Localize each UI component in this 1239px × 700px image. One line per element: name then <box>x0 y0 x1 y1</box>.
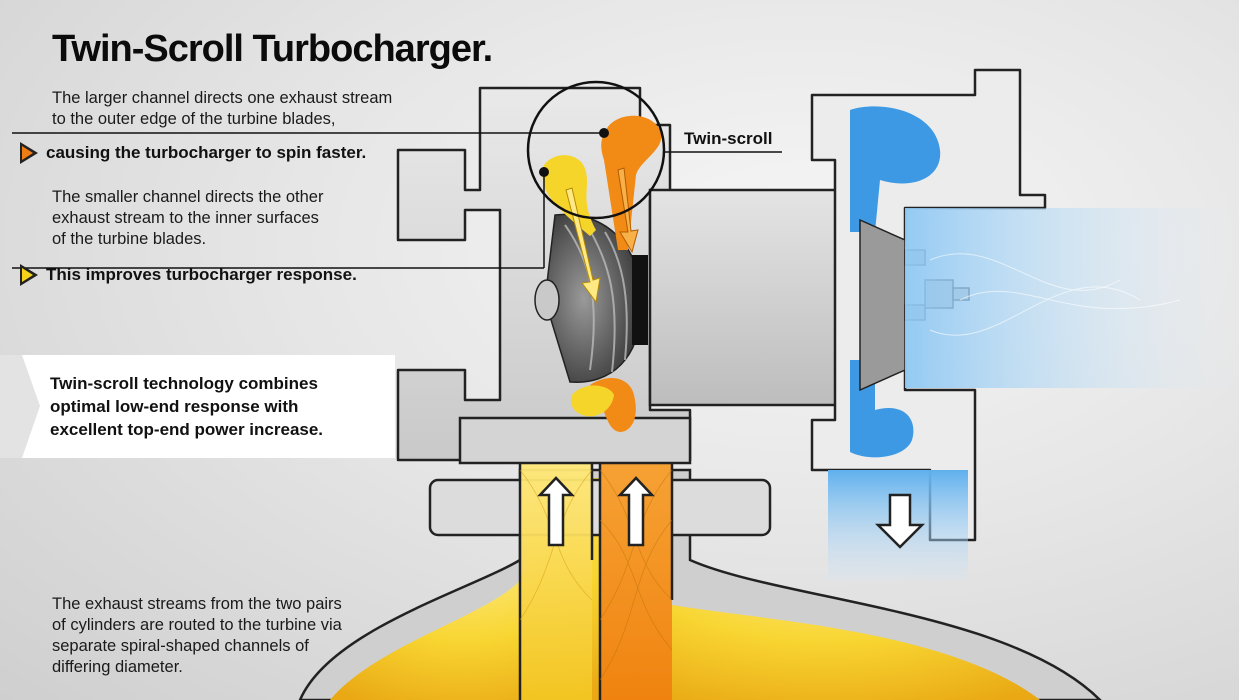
bottom-note-line: separate spiral-shaped channels of <box>52 637 309 655</box>
intake-air-swirls <box>929 253 1181 336</box>
bottom-note-line: differing diameter. <box>52 658 183 676</box>
summary-text: Twin-scroll technology combines optimal … <box>50 372 323 441</box>
smaller-channel-text: The smaller channel directs the other ex… <box>52 187 323 250</box>
twin-scroll-label: Twin-scroll <box>684 129 773 148</box>
twin-scroll-callout <box>12 80 782 269</box>
larger-channel-line: The larger channel directs one exhaust s… <box>52 89 393 107</box>
intake-air-jet <box>905 208 1239 388</box>
orange-triangle-icon <box>20 142 38 164</box>
summary-line: Twin-scroll technology combines <box>50 374 318 393</box>
center-shaft-housing <box>648 188 862 407</box>
larger-channel-line: to the outer edge of the turbine blades, <box>52 110 336 128</box>
summary-line: optimal low-end response with <box>50 397 299 416</box>
outlet-arrow <box>874 493 926 549</box>
larger-channel-bullet-text: causing the turbocharger to spin faster. <box>46 143 367 162</box>
smaller-channel-line: of the turbine blades. <box>52 230 207 248</box>
summary-line: excellent top-end power increase. <box>50 420 324 439</box>
larger-channel-bullet: causing the turbocharger to spin faster. <box>20 142 366 164</box>
page-title: Twin-Scroll Turbocharger. <box>52 28 493 70</box>
bottom-note: The exhaust streams from the two pairs o… <box>52 594 342 678</box>
larger-channel-text: The larger channel directs one exhaust s… <box>52 88 392 130</box>
turbine-wheel <box>534 213 648 383</box>
bottom-note-line: of cylinders are routed to the turbine v… <box>52 616 342 634</box>
smaller-channel-line: exhaust stream to the inner surfaces <box>52 209 319 227</box>
yellow-triangle-icon <box>20 264 38 286</box>
smaller-channel-line: The smaller channel directs the other <box>52 188 324 206</box>
bottom-note-line: The exhaust streams from the two pairs <box>52 595 342 613</box>
chevron-right-icon <box>0 355 40 458</box>
summary-panel <box>0 355 395 458</box>
exhaust-manifold <box>298 460 1102 700</box>
smaller-channel-bullet-text: This improves turbocharger response. <box>46 265 357 284</box>
smaller-channel-bullet: This improves turbocharger response. <box>20 264 357 286</box>
